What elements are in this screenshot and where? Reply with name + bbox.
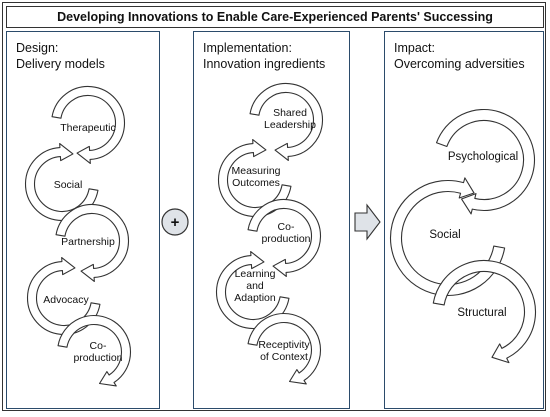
design-labels: Therapeutic Social Partnership Advocacy …	[43, 122, 122, 364]
design-arc-3	[55, 203, 130, 283]
design-arc-4	[26, 256, 101, 336]
impl-arc-1	[249, 82, 324, 162]
implementation-heading: Implementation:	[203, 41, 292, 55]
figure-frame	[2, 2, 546, 411]
design-item-partnership: Partnership	[61, 236, 115, 248]
plus-symbol: +	[171, 214, 180, 231]
impl-arc-5	[247, 312, 322, 385]
implementation-arc-chain	[215, 82, 324, 385]
impact-arc-3	[432, 259, 537, 364]
design-arc-5	[57, 314, 132, 387]
impact-arc-chain	[389, 108, 537, 364]
impact-labels: Psychological Social Structural	[429, 151, 518, 319]
impact-item-structural: Structural	[457, 307, 506, 319]
impl-arc-3	[247, 198, 322, 278]
design-item-advocacy: Advocacy	[43, 294, 89, 306]
design-item-coproduction: Co-production	[73, 340, 122, 364]
implementation-subheading: Innovation ingredients	[203, 57, 326, 71]
impact-heading: Impact:	[394, 41, 435, 55]
design-subheading: Delivery models	[16, 57, 105, 71]
plus-connector: +	[161, 208, 189, 236]
design-arc-2	[24, 142, 99, 222]
design-item-social: Social	[54, 179, 83, 191]
impact-panel: Impact: Overcoming adversities	[384, 31, 544, 409]
impact-arc-1	[435, 108, 536, 215]
right-arrow-icon	[354, 203, 381, 241]
impl-item-coproduction: Co-production	[261, 221, 310, 245]
impl-arc-2	[217, 138, 292, 218]
impact-item-social: Social	[429, 229, 460, 241]
design-heading: Design:	[16, 41, 59, 55]
design-item-therapeutic: Therapeutic	[60, 122, 115, 134]
design-arc-1	[51, 85, 126, 165]
design-arc-chain	[24, 85, 132, 387]
impact-item-psychological: Psychological	[448, 151, 518, 163]
impl-arc-4	[215, 250, 290, 330]
impact-subheading: Overcoming adversities	[394, 57, 525, 71]
figure-title: Developing Innovations to Enable Care-Ex…	[6, 6, 544, 28]
